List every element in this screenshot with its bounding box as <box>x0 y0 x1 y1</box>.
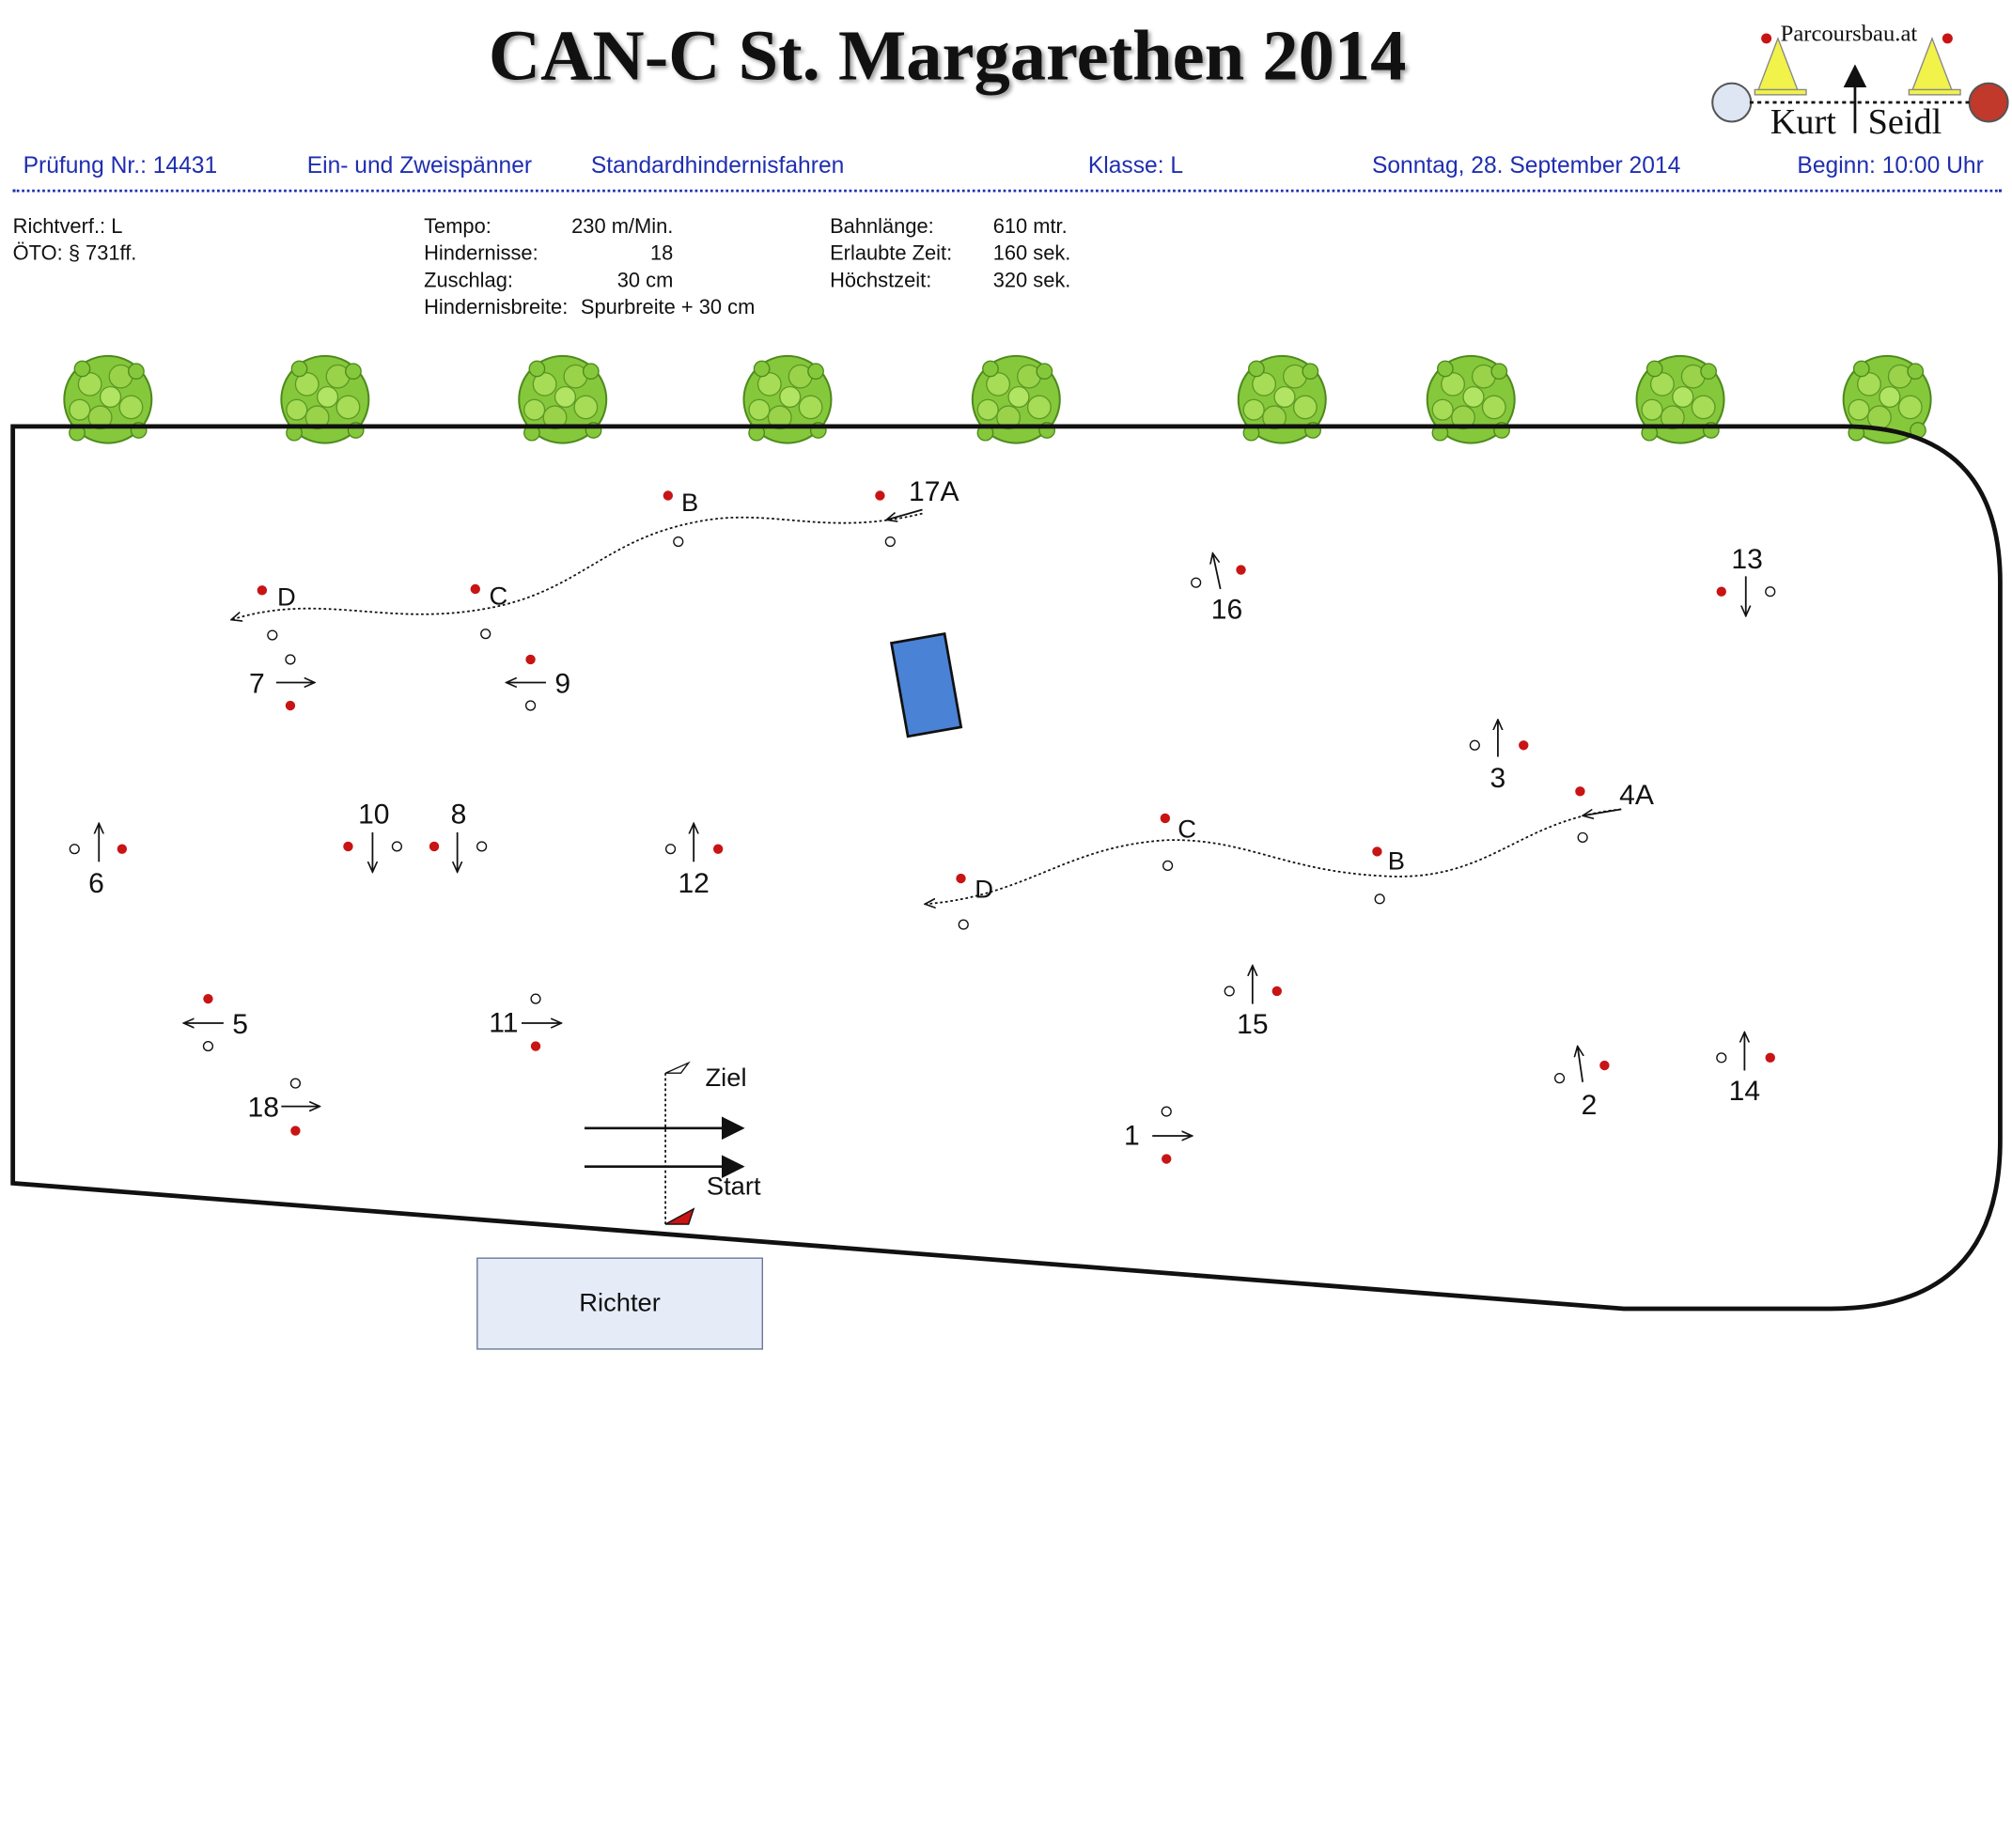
header-klasse: Klasse: L <box>1087 152 1184 179</box>
obstacle-label-2: 2 <box>1582 1090 1598 1121</box>
info-bahnlaenge-label: Bahnlänge: <box>830 216 934 239</box>
gate-label-4d: D <box>975 874 993 903</box>
tree-icon <box>1237 354 1327 444</box>
page-title: CAN-C St. Margarethen 2014 <box>488 16 1407 97</box>
obstacle-label-7: 7 <box>249 668 265 699</box>
logo-site: Parcoursbau.at <box>1780 20 1918 47</box>
info-breite-value: Spurbreite + 30 cm <box>580 297 756 319</box>
obstacle-label-3: 3 <box>1490 763 1506 794</box>
start-flag-icon <box>664 1207 695 1225</box>
cones <box>69 490 1776 1164</box>
start-label: Start <box>707 1172 761 1201</box>
obstacle-label-5: 5 <box>232 1009 248 1040</box>
header-pruefung: Prüfung Nr.: 14431 <box>23 152 218 179</box>
obstacle-label-9: 9 <box>554 668 570 699</box>
gate-label-17c: C <box>490 581 508 610</box>
tree-icon <box>1426 354 1516 444</box>
finish-flag-icon <box>664 1061 691 1074</box>
obstacle-labels: 1 2 3 4A 5 6 7 8 9 10 11 12 13 14 15 16 … <box>88 476 1763 1152</box>
info-tempo-label: Tempo: <box>424 216 491 239</box>
header-beginn: Beginn: 10:00 Uhr <box>1797 152 1984 179</box>
trees <box>63 354 1932 444</box>
obstacle-label-1: 1 <box>1124 1121 1140 1152</box>
course-map: 1 2 3 4A 5 6 7 8 9 10 11 12 13 14 15 16 … <box>10 33 2009 1312</box>
obstacle-label-16: 16 <box>1211 594 1242 625</box>
gate-label-17b: B <box>681 488 698 517</box>
gate-label-4b: B <box>1388 846 1405 876</box>
info-breite-label: Hindernisbreite: <box>424 297 569 319</box>
serpentine-4-path <box>925 808 1622 904</box>
info-hoechst-label: Höchstzeit: <box>830 270 932 292</box>
obstacle-label-17a: 17A <box>909 476 959 507</box>
info-oto: ÖTO: § 731ff. <box>12 242 137 266</box>
direction-arrows <box>99 508 1745 1136</box>
logo-first-name: Kurt <box>1770 102 1836 143</box>
finish-label: Ziel <box>705 1063 746 1092</box>
info-zuschlag-label: Zuschlag: <box>424 270 513 292</box>
tree-icon <box>971 354 1061 444</box>
obstacle-label-18: 18 <box>248 1093 279 1124</box>
info-hindernisse-value: 18 <box>649 242 674 266</box>
center-box <box>889 631 963 738</box>
arena-outline <box>10 424 2003 1312</box>
gate-label-17d: D <box>277 582 296 612</box>
judge-box: Richter <box>476 1257 763 1350</box>
obstacle-label-4a: 4A <box>1619 780 1654 811</box>
obstacle-label-8: 8 <box>451 799 467 830</box>
header-divider <box>12 189 2002 193</box>
obstacle-label-11: 11 <box>489 1008 518 1039</box>
tree-icon <box>63 354 153 444</box>
header-bewerb: Standardhindernisfahren <box>590 152 845 179</box>
serpentine-17-path <box>231 512 923 620</box>
logo-red-ball-icon <box>1968 82 2009 123</box>
header-datum: Sonntag, 28. September 2014 <box>1371 152 1681 179</box>
tree-icon <box>1635 354 1725 444</box>
obstacle-label-15: 15 <box>1237 1009 1268 1040</box>
info-erlaubt-value: 160 sek. <box>992 242 1071 266</box>
header-gespann: Ein- und Zweispänner <box>306 152 533 179</box>
info-zuschlag-value: 30 cm <box>616 270 674 292</box>
start-finish: Ziel Start <box>584 1061 761 1225</box>
obstacle-label-6: 6 <box>88 868 104 899</box>
obstacle-label-10: 10 <box>358 799 389 830</box>
info-erlaubt-label: Erlaubte Zeit: <box>830 242 953 266</box>
obstacle-label-14: 14 <box>1729 1076 1760 1107</box>
logo-last-name: Seidl <box>1867 102 1942 143</box>
info-bahnlaenge-value: 610 mtr. <box>992 216 1068 239</box>
obstacle-label-13: 13 <box>1731 544 1762 575</box>
info-richtverf: Richtverf.: L <box>12 216 123 239</box>
logo-graphic <box>1711 33 2009 133</box>
tree-icon <box>280 354 370 444</box>
tree-icon <box>742 354 833 444</box>
obstacle-label-12: 12 <box>678 868 709 899</box>
gate-label-4c: C <box>1178 814 1196 843</box>
logo-white-ball-icon <box>1711 82 1753 123</box>
info-hoechst-value: 320 sek. <box>992 270 1071 292</box>
tree-icon <box>518 354 608 444</box>
info-hindernisse-label: Hindernisse: <box>424 242 538 266</box>
info-tempo-value: 230 m/Min. <box>571 216 674 239</box>
